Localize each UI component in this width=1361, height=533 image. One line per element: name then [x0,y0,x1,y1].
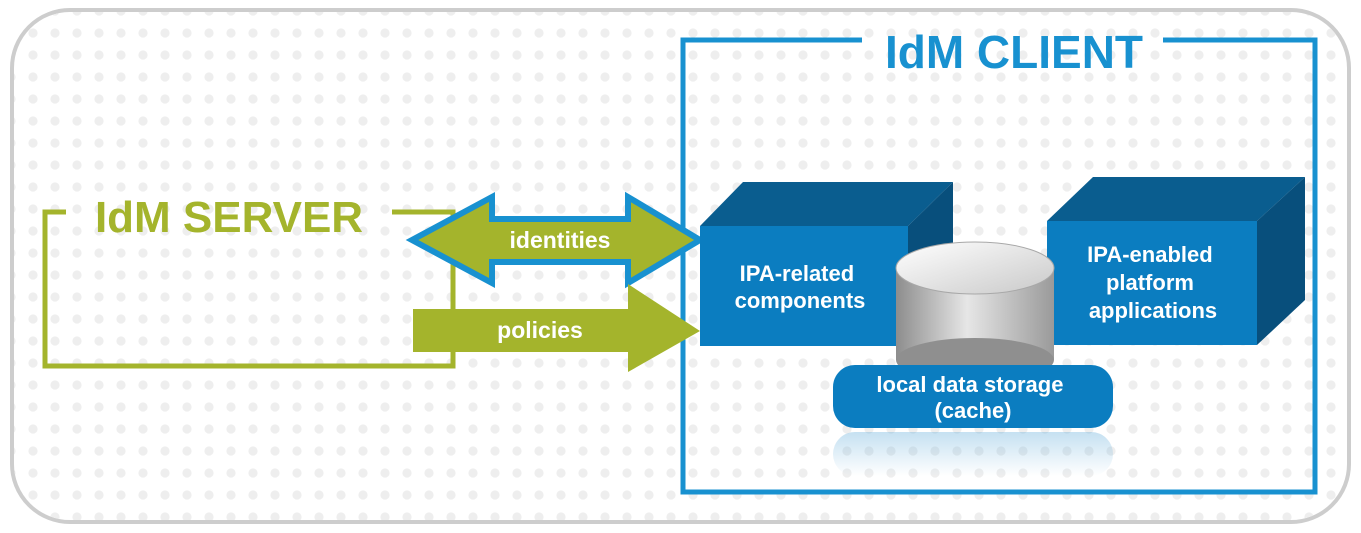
storage-label: local data storage (cache) [876,372,1069,423]
identities-label: identities [510,227,611,253]
server-title: IdM SERVER [95,193,363,242]
ipa-enabled-cube: IPA-enabled platform applications [1047,177,1305,345]
server-frame [42,209,456,369]
storage-cylinder-icon [895,241,1055,382]
ipa-enabled-label: IPA-enabled platform applications [1087,242,1219,323]
client-title: IdM CLIENT [885,26,1143,78]
ipa-related-label: IPA-related components [735,261,866,313]
storage-label-box: local data storage (cache) [833,365,1113,476]
client-frame [680,37,1318,495]
policies-label: policies [497,317,583,343]
policies-arrow [413,284,700,372]
